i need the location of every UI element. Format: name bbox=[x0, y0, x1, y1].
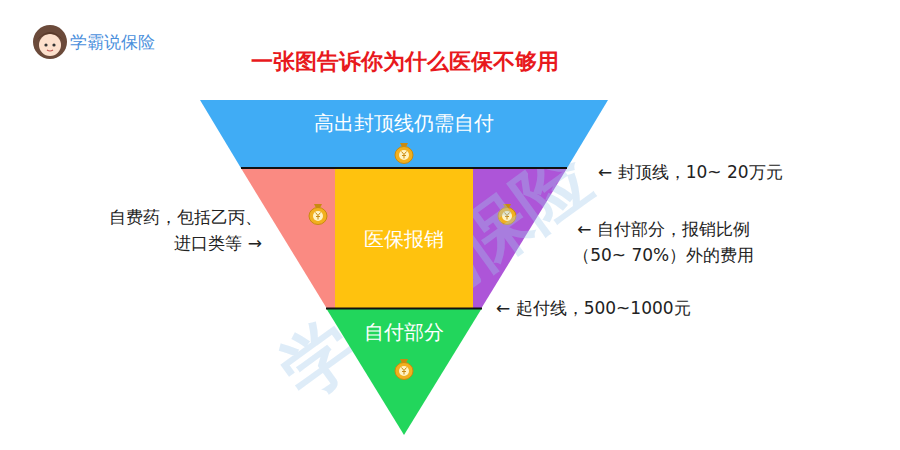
money-bag-icon bbox=[395, 359, 413, 380]
left-annotation: 自费药，包括乙丙、 进口类等 → bbox=[102, 204, 262, 256]
diagram-title: 一张图告诉你为什么医保不够用 bbox=[150, 47, 660, 77]
logo-avatar bbox=[33, 25, 67, 59]
copay-annotation: ← 自付部分，报销比例 （50~ 70%）外的费用 bbox=[560, 216, 767, 268]
node-text: 高出封顶线仍需自付 bbox=[314, 110, 494, 136]
money-bag-icon bbox=[309, 204, 327, 225]
cap-annotation: ← 封顶线，10~ 20万元 bbox=[598, 159, 878, 185]
reimbursed-box: 医保报销 bbox=[335, 169, 473, 308]
cap-exceed-band: 高出封顶线仍需自付 bbox=[200, 100, 608, 169]
money-bag-icon bbox=[395, 143, 413, 164]
node-text: 医保报销 bbox=[364, 226, 444, 252]
node-text: 自付部分 bbox=[364, 319, 444, 345]
logo-text: 学霸说保险 bbox=[70, 29, 210, 55]
deductible-triangle: 自付部分 bbox=[326, 307, 482, 435]
deductible-annotation: ← 起付线，500~1000元 bbox=[496, 295, 776, 321]
